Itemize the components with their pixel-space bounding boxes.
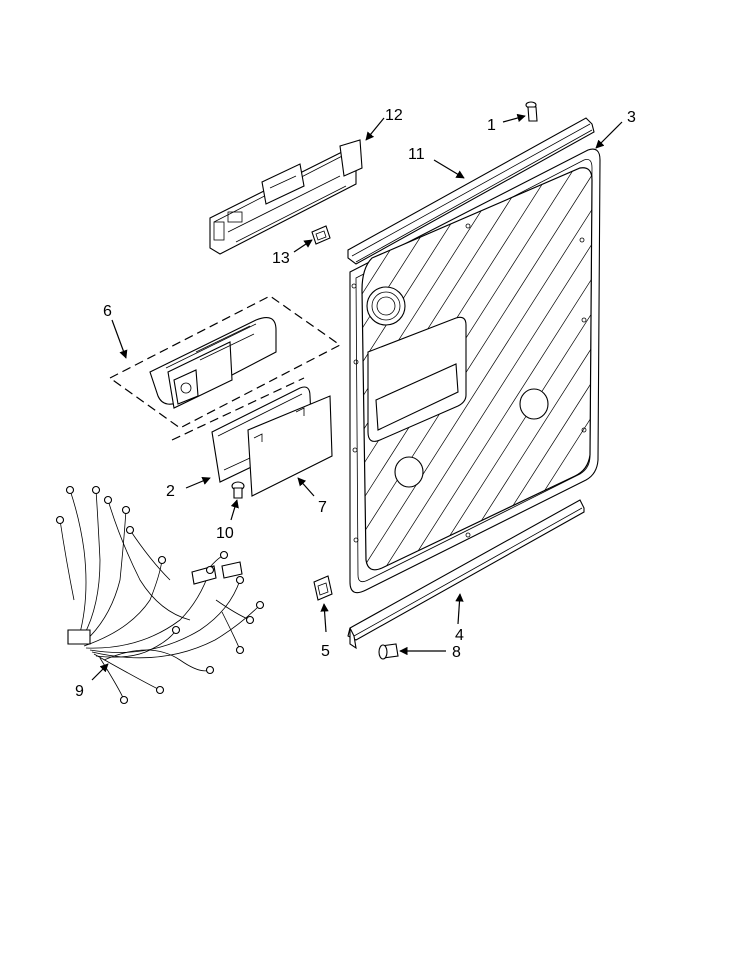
wire-terminal-icon xyxy=(157,555,167,565)
callout-7: 7 xyxy=(318,499,327,516)
leader-lines xyxy=(91,113,623,681)
top-trim-strip xyxy=(347,117,595,265)
wire-terminal-icon xyxy=(219,550,229,560)
clip-part-13 xyxy=(311,225,331,245)
callout-8: 8 xyxy=(452,644,461,661)
screw-8-icon xyxy=(378,643,399,660)
screw-1-icon xyxy=(525,101,538,122)
callout-6: 6 xyxy=(103,303,112,320)
callout-2: 2 xyxy=(166,483,175,500)
wire-terminal-icon xyxy=(119,695,129,705)
wire-terminal-icon xyxy=(171,625,181,635)
callout-5: 5 xyxy=(321,643,330,660)
wire-terminal-icon xyxy=(125,525,135,535)
callout-11: 11 xyxy=(408,146,425,163)
screw-10-icon xyxy=(231,481,245,499)
outer-door-panel xyxy=(349,148,601,594)
callout-3: 3 xyxy=(627,109,636,126)
bottom-trim-strip xyxy=(347,499,585,650)
wire-terminal-icon xyxy=(55,515,65,525)
wire-terminal-icon xyxy=(205,565,215,575)
callout-10: 10 xyxy=(216,525,234,542)
wire-terminal-icon xyxy=(235,645,245,655)
callout-12: 12 xyxy=(385,107,403,124)
callout-13: 13 xyxy=(272,250,290,267)
wire-terminal-icon xyxy=(103,495,113,505)
control-module xyxy=(108,295,342,429)
hatch-line xyxy=(373,167,592,570)
hatch-line xyxy=(362,167,592,570)
wire-terminal-icon xyxy=(255,600,265,610)
wire-terminal-icon xyxy=(155,685,165,695)
hatch-line xyxy=(362,167,499,570)
wire-harness xyxy=(55,485,265,705)
callout-4: 4 xyxy=(455,627,464,644)
wire-terminal-icon xyxy=(235,575,245,585)
hatch-line xyxy=(362,167,592,570)
callout-9: 9 xyxy=(75,683,84,700)
round-vent-icon xyxy=(366,286,406,326)
wire-terminal-icon xyxy=(205,665,215,675)
callout-1: 1 xyxy=(487,117,496,134)
wire-terminal-icon xyxy=(121,505,131,515)
wire-terminal-icon xyxy=(245,615,255,625)
clip-part-5 xyxy=(313,575,333,601)
wire-terminal-icon xyxy=(91,485,101,495)
insulation-sheet xyxy=(247,395,333,497)
control-bracket xyxy=(209,139,363,255)
wire-terminal-icon xyxy=(65,485,75,495)
